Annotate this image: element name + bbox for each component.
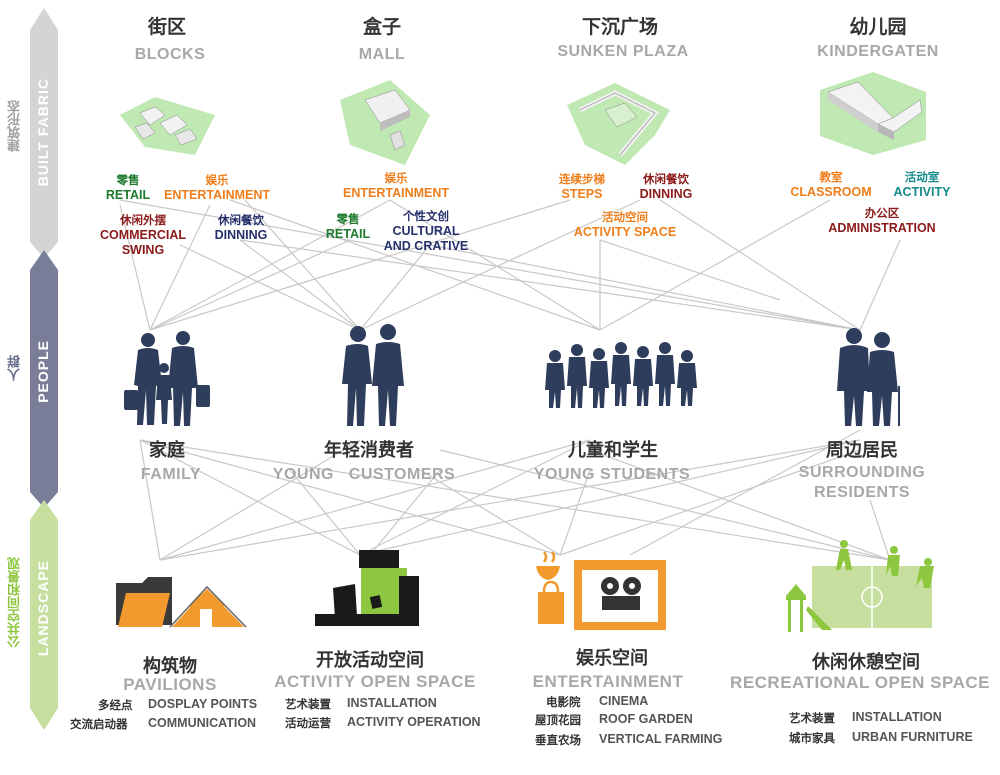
people-band: [30, 250, 58, 508]
entertainment-item-3-cn: 垂直农场: [535, 733, 581, 747]
landscape-pavilions-en: PAVILIONS: [123, 675, 217, 694]
people-residents-en1: SURROUNDING: [798, 464, 926, 481]
building-blocks-en: BLOCKS: [134, 46, 206, 63]
activity-item-2-cn: 活动运营: [285, 716, 331, 730]
landscape-recreational-en: RECREATIONAL OPEN SPACE: [730, 673, 990, 692]
recreational-item-2-cn: 城市家具: [789, 731, 835, 745]
sunken-plaza-model: [567, 83, 670, 165]
building-kindergarten-en: KINDERGATEN: [817, 43, 939, 60]
pavilions-item-1-en: DOSPLAY POINTS: [148, 697, 258, 711]
kindergarten-model: [820, 72, 926, 155]
landscape-band: [30, 500, 58, 730]
landscape-entertainment-en: ENTERTAINMENT: [532, 672, 684, 691]
building-blocks-cn: 街区: [147, 16, 187, 38]
people-family-en: FAMILY: [140, 466, 202, 483]
entertainment-item-1-cn: 电影院: [546, 695, 581, 709]
entertainment-item-1-en: CINEMA: [599, 694, 649, 708]
people-residents-cn: 周边居民: [826, 440, 898, 461]
landscape-recreational-cn: 休闲休憩空间: [812, 652, 920, 673]
sports-field-icon: [786, 540, 934, 632]
people-students-cn: 儿童和学生: [568, 440, 658, 461]
landscape-entertainment-cn: 娱乐空间: [576, 648, 648, 669]
family-silhouette-icon: [124, 331, 210, 426]
people-young-cn: 年轻消费者: [324, 440, 414, 461]
open-space-blocks-icon: [315, 550, 419, 626]
built-band: [30, 8, 58, 258]
entertainment-item-3-en: VERTICAL FARMING: [599, 732, 723, 746]
people-residents-en2: RESIDENTS: [813, 484, 911, 501]
activity-item-1-en: INSTALLATION: [347, 696, 437, 710]
pavilions-item-2-en: COMMUNICATION: [148, 716, 257, 730]
blocks-massing-model: [120, 97, 215, 155]
building-kindergarten-cn: 幼儿园: [849, 16, 907, 38]
young-couple-silhouette-icon: [342, 324, 404, 426]
pavilions-item-1-cn: 多经点: [98, 698, 133, 712]
elderly-couple-silhouette-icon: [837, 328, 900, 426]
entertainment-item-2-cn: 屋顶花园: [535, 713, 581, 727]
recreational-item-2-en: URBAN FURNITURE: [852, 730, 973, 744]
mall-massing-model: [340, 80, 430, 165]
entertainment-item-2-en: ROOF GARDEN: [599, 712, 693, 726]
landscape-pavilions-cn: 构筑物: [143, 656, 197, 677]
pavilions-item-2-cn: 交流启动器: [70, 717, 128, 731]
people-family-cn: 家庭: [149, 440, 185, 461]
recreational-item-1-cn: 艺术装置: [789, 711, 835, 725]
landscape-activity-en: ACTIVITY OPEN SPACE: [274, 672, 476, 691]
children-silhouette-icon: [545, 342, 697, 408]
building-sunken-cn: 下沉广场: [581, 16, 659, 38]
pavilion-roof-icon: [116, 577, 247, 628]
activity-item-2-en: ACTIVITY OPERATION: [347, 715, 481, 729]
people-students-en: YOUNG STUDENTS: [533, 466, 691, 483]
people-young-en: YOUNG CUSTOMERS: [272, 466, 456, 483]
activity-item-1-cn: 艺术装置: [285, 697, 331, 711]
recreational-item-1-en: INSTALLATION: [852, 710, 942, 724]
building-sunken-en: SUNKEN PLAZA: [557, 43, 689, 60]
building-mall-en: MALL: [358, 46, 406, 63]
cinema-stage-icon: [536, 551, 666, 630]
side-band: [30, 8, 58, 730]
landscape-activity-cn: 开放活动空间: [316, 650, 424, 671]
building-mall-cn: 盒子: [362, 16, 402, 38]
